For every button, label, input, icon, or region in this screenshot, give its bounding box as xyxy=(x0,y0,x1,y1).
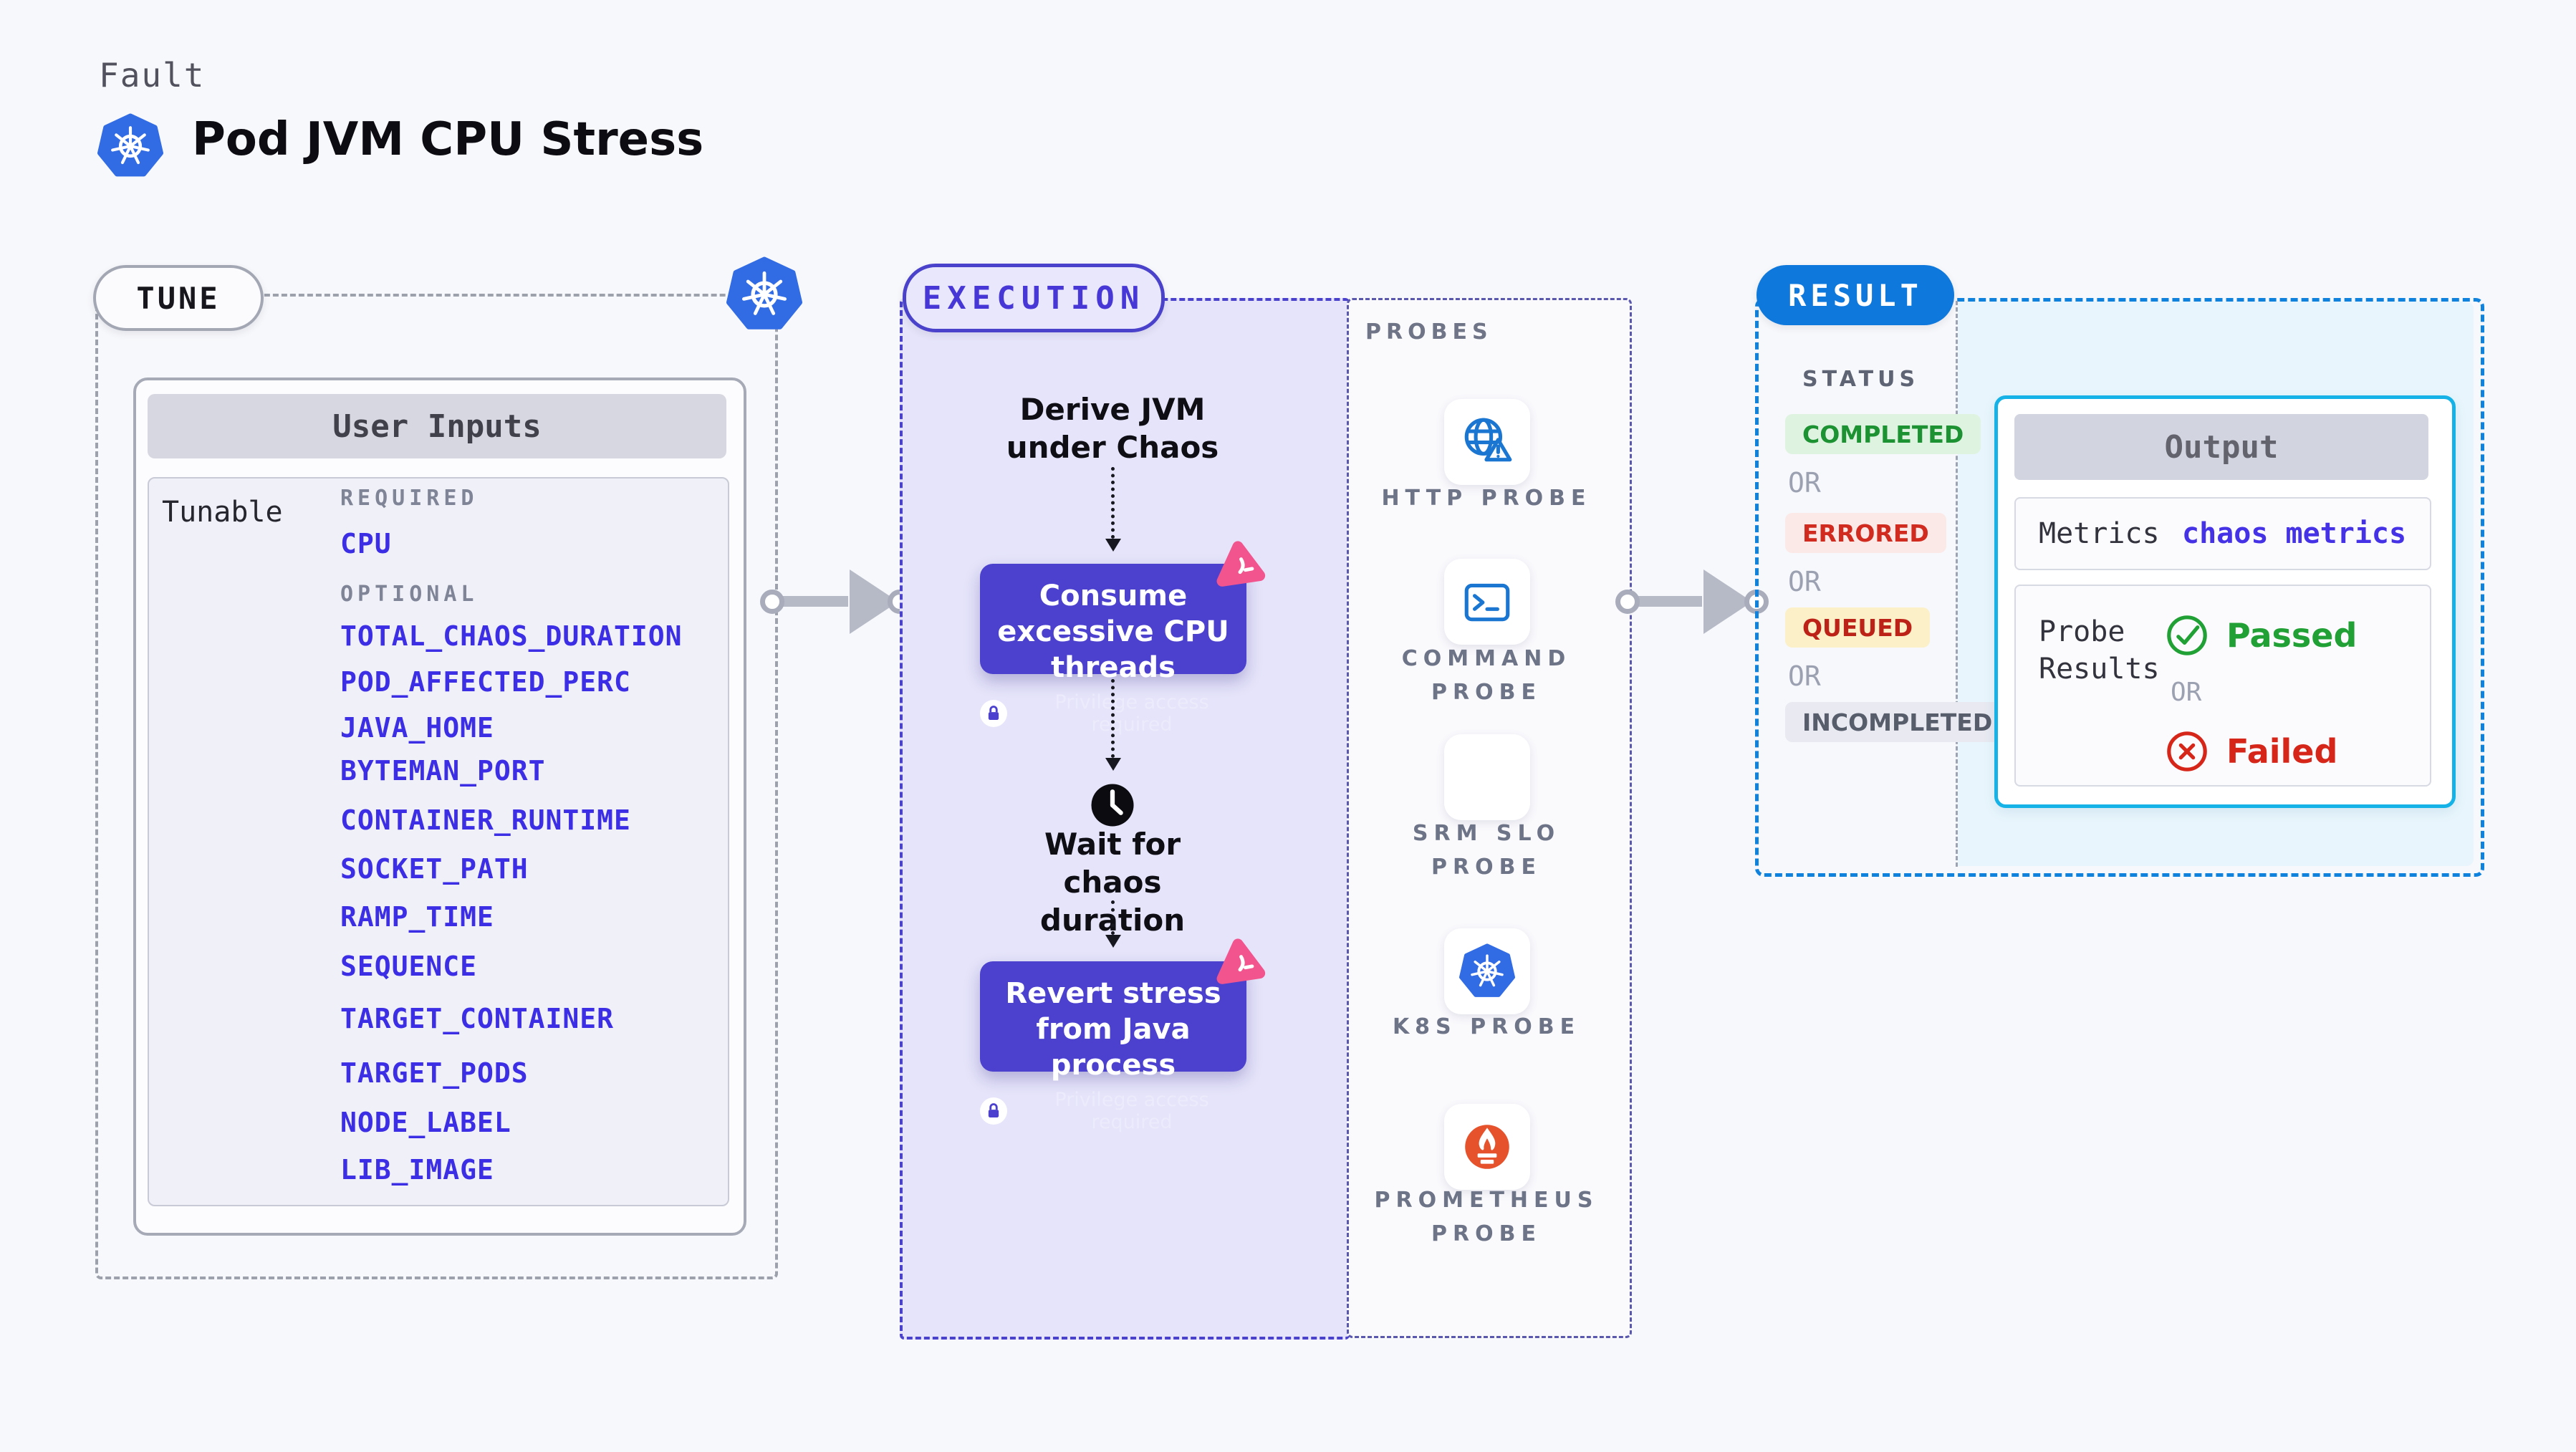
privilege-note: Privilege access required xyxy=(980,691,1246,736)
litmus-chaos-icon xyxy=(1211,537,1273,598)
user-inputs-title: User Inputs xyxy=(148,394,726,458)
execution-badge: EXECUTION xyxy=(903,264,1165,332)
srm-slo-probe-label: SRM SLO PROBE xyxy=(1412,821,1561,880)
metrics-value-link[interactable]: chaos metrics xyxy=(2182,517,2407,550)
step-revert-label: Revert stress from Java process xyxy=(1005,977,1221,1082)
terminal-icon xyxy=(1459,574,1515,630)
probe-results-row xyxy=(2014,585,2431,787)
tune-badge: TUNE xyxy=(93,265,264,331)
privilege-note: Privilege access required xyxy=(980,1089,1246,1133)
x-circle-icon xyxy=(2163,728,2211,775)
param-cpu[interactable]: CPU xyxy=(340,528,392,559)
result-divider xyxy=(1956,301,1958,867)
flow-arrow xyxy=(1111,467,1115,539)
metrics-row xyxy=(2014,497,2431,570)
required-heading: REQUIRED xyxy=(340,486,479,511)
srm-slo-probe-card xyxy=(1444,734,1530,820)
param-java-home[interactable]: JAVA_HOME xyxy=(340,712,494,744)
lock-icon xyxy=(980,699,1007,728)
clock-icon xyxy=(1088,781,1137,830)
or-separator: OR xyxy=(1788,566,1821,597)
param-node-label[interactable]: NODE_LABEL xyxy=(340,1107,511,1138)
flow-arrow-head-icon xyxy=(1105,758,1121,771)
command-probe-label: COMMAND PROBE xyxy=(1401,646,1572,705)
probe-results-label: Probe Results xyxy=(2039,615,2160,686)
param-container-runtime[interactable]: CONTAINER_RUNTIME xyxy=(340,804,631,836)
prometheus-probe-card xyxy=(1444,1104,1530,1190)
flow-arrow-head-icon xyxy=(1105,539,1121,552)
flow-arrow-head-icon xyxy=(1105,935,1121,948)
flow-arrow xyxy=(1111,900,1115,935)
k8s-probe-card xyxy=(1444,928,1530,1014)
tunables-list-box xyxy=(148,477,729,1206)
status-badge-completed: COMPLETED xyxy=(1785,414,1981,454)
status-badge-errored: ERRORED xyxy=(1785,513,1946,553)
status-badge-queued: QUEUED xyxy=(1785,607,1931,648)
or-separator: OR xyxy=(1788,660,1821,692)
flow-arrow xyxy=(1111,679,1115,758)
prometheus-icon xyxy=(1459,1119,1515,1175)
param-sequence[interactable]: SEQUENCE xyxy=(340,951,478,982)
connector-dot xyxy=(1615,590,1640,614)
param-lib-image[interactable]: LIB_IMAGE xyxy=(340,1154,494,1186)
http-probe-label: HTTP PROBE xyxy=(1381,486,1592,511)
command-probe-card xyxy=(1444,559,1530,645)
tune-section-box xyxy=(95,294,778,1279)
status-heading: STATUS xyxy=(1802,367,1920,392)
optional-heading: OPTIONAL xyxy=(340,582,479,607)
or-separator: OR xyxy=(1788,467,1821,499)
param-target-container[interactable]: TARGET_CONTAINER xyxy=(340,1003,615,1034)
step-consume-cpu-box: Consume excessive CPU threads Privilege … xyxy=(980,564,1246,736)
prometheus-probe-label: PROMETHEUS PROBE xyxy=(1374,1188,1599,1246)
category-label: Fault xyxy=(99,56,206,95)
passed-label: Passed xyxy=(2226,616,2358,655)
step-derive-jvm: Derive JVM under Chaos xyxy=(1006,392,1219,465)
param-socket-path[interactable]: SOCKET_PATH xyxy=(340,853,529,885)
arrow-right-icon xyxy=(1703,569,1752,634)
param-total-chaos-duration[interactable]: TOTAL_CHAOS_DURATION xyxy=(340,620,683,652)
tunable-row-label: Tunable xyxy=(162,496,283,529)
k8s-probe-label: K8S PROBE xyxy=(1392,1014,1581,1039)
result-badge: RESULT xyxy=(1756,265,1954,325)
execution-to-result-arrow xyxy=(1630,596,1702,607)
globe-warning-icon xyxy=(1459,414,1515,470)
check-circle-icon xyxy=(2163,612,2211,659)
lock-icon xyxy=(980,1097,1007,1125)
or-separator: OR xyxy=(2171,678,2202,707)
http-probe-card xyxy=(1444,399,1530,485)
result-section-box xyxy=(1755,298,2484,877)
tune-to-execution-arrow xyxy=(775,596,848,607)
kubernetes-icon xyxy=(726,256,802,332)
failed-label: Failed xyxy=(2226,732,2338,771)
metrics-label: Metrics xyxy=(2039,517,2160,550)
param-target-pods[interactable]: TARGET_PODS xyxy=(340,1057,529,1089)
step-consume-label: Consume excessive CPU threads xyxy=(997,580,1229,684)
status-badge-incompleted: INCOMPLETED xyxy=(1785,702,2010,742)
page-title: Pod JVM CPU Stress xyxy=(192,113,704,166)
param-byteman-port[interactable]: BYTEMAN_PORT xyxy=(340,755,546,787)
slo-gauge-icon xyxy=(1459,749,1515,805)
probes-heading: PROBES xyxy=(1365,319,1493,345)
connector-dot xyxy=(760,590,784,614)
passed-result: Passed xyxy=(2163,612,2357,659)
kubernetes-icon xyxy=(1459,943,1515,999)
step-revert-stress-box: Revert stress from Java process Privileg… xyxy=(980,961,1246,1133)
param-pod-affected-perc[interactable]: POD_AFFECTED_PERC xyxy=(340,666,631,698)
failed-result: Failed xyxy=(2163,728,2337,775)
kubernetes-icon xyxy=(97,113,163,179)
param-ramp-time[interactable]: RAMP_TIME xyxy=(340,901,494,933)
output-title: Output xyxy=(2014,414,2428,480)
litmus-chaos-icon xyxy=(1211,934,1273,996)
